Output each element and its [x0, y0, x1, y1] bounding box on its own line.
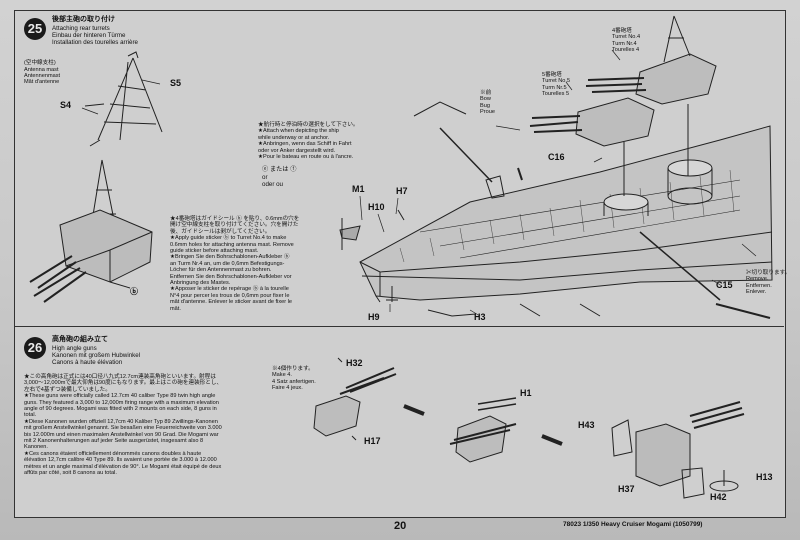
part-label-h13: H13	[756, 472, 773, 482]
mast-label-fr: Mât d'antenne	[24, 79, 60, 85]
bow-parts-drawing	[339, 101, 771, 319]
step-divider	[14, 326, 784, 327]
turret5-drawing	[529, 97, 655, 196]
h32-gun-drawing	[313, 357, 397, 441]
mast-label-jp: (空中線支柱)	[24, 60, 56, 66]
part-label-c16: C16	[548, 152, 565, 162]
part-label-s5: S5	[170, 78, 182, 88]
mast-label-de: Antennenmast	[24, 73, 61, 79]
part-label-h9: H9	[368, 312, 380, 322]
step25-title-de: Einbau der hinteren Türme	[52, 32, 126, 39]
step25-title-fr: Installation des tourelles arrière	[52, 39, 138, 46]
part-label-h1: H1	[520, 388, 532, 398]
part-label-h43: H43	[578, 420, 595, 430]
step26-title-jp: 高角砲の組み立て	[52, 336, 108, 343]
step26-title-en: High angle guns	[52, 345, 97, 352]
part-label-h42: H42	[710, 492, 727, 502]
make-four-label: ※4個作ります。Make 4.4 Satz anfertigen.Faire 4…	[272, 366, 316, 392]
step-number-25: 25	[24, 18, 46, 40]
ship-hull-drawing	[359, 125, 773, 303]
anchor-note: ★航行時と停泊時の選択をして下さい。★Attach when depicting…	[258, 122, 359, 161]
mast-label-en: Antenna mast	[24, 67, 59, 73]
part-label-h17: H17	[364, 436, 381, 446]
sticker-ref: ⓔ または ⓕ	[262, 166, 297, 173]
part-label-h7: H7	[396, 186, 408, 196]
h1-gun-drawing	[449, 397, 517, 463]
sticker-ref-oder: oder ou	[262, 181, 283, 188]
part-label-h10: H10	[368, 202, 385, 212]
antenna-mast-drawing	[84, 51, 163, 147]
step25-title-en: Attaching rear turrets	[52, 25, 110, 32]
product-footer: 78023 1/350 Heavy Cruiser Mogami (105079…	[563, 521, 703, 528]
step25-title-jp: 後部主砲の取り付け	[52, 16, 115, 23]
part-label-c15: C15	[716, 280, 733, 290]
h43-mount-drawing	[611, 401, 745, 499]
remove-label: ✂切り取ります。Remove.Entfernen.Enlever.	[746, 270, 791, 296]
step26-arrows	[403, 404, 563, 446]
sticker-marker-b: ⓑ	[130, 287, 138, 296]
step26-title-de: Kanonen mit großem Hubwinkel	[52, 352, 141, 359]
part-label-h32: H32	[346, 358, 363, 368]
part-label-m1: M1	[352, 184, 365, 194]
step26-title-fr: Canons à haute élévation	[52, 359, 123, 366]
page-number: 20	[394, 520, 407, 532]
step-number-26: 26	[24, 337, 46, 359]
turret4-drawing	[585, 15, 717, 176]
rear-turret-drawing	[29, 159, 153, 303]
part-label-h3: H3	[474, 312, 486, 322]
part-label-h37: H37	[618, 484, 635, 494]
sticker-note: ★4番砲塔はガイドシール ⓑ を貼り、0.6mmの穴を開け空中線支柱を取り付けて…	[170, 216, 300, 312]
sticker-ref-or: or	[262, 174, 268, 181]
part-label-s4: S4	[60, 100, 72, 110]
